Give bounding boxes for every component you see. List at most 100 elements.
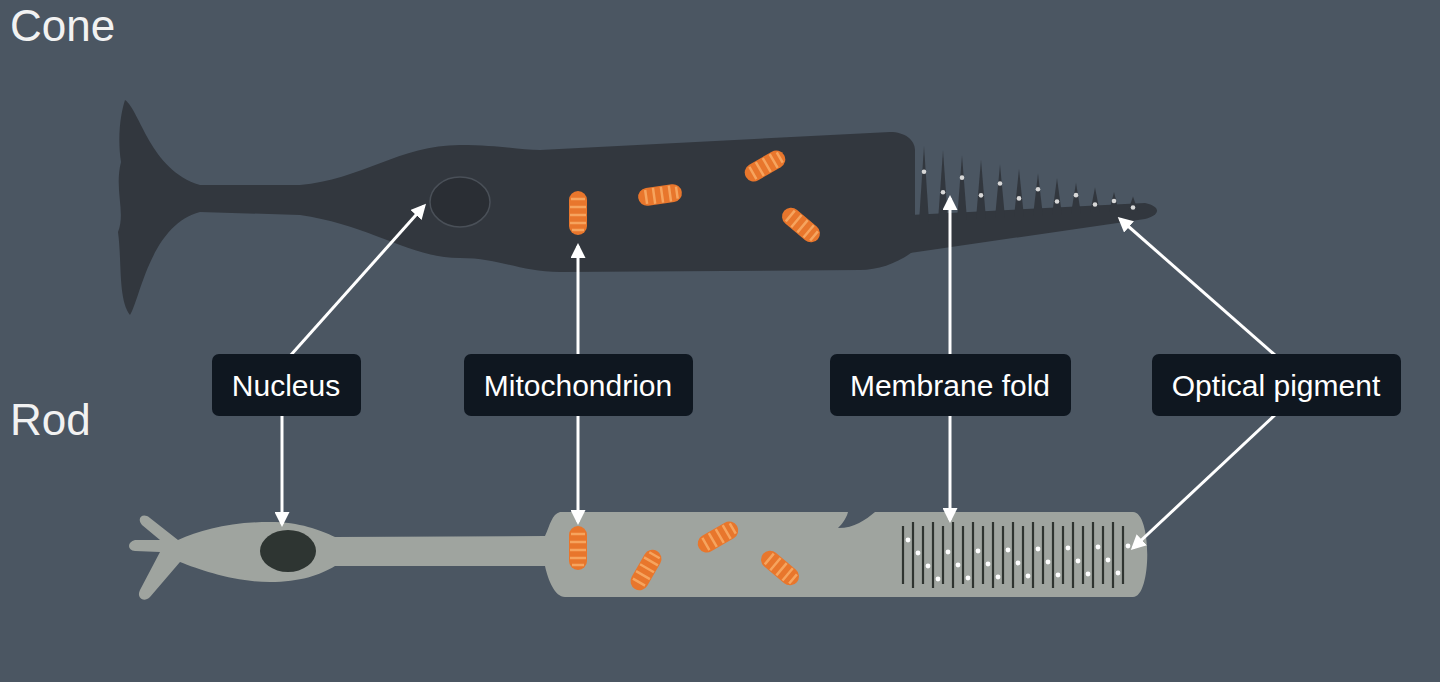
pigment-dot — [906, 538, 911, 543]
pigment-dot — [926, 564, 931, 569]
leader-arrow — [281, 414, 284, 524]
membrane-fold — [1002, 526, 1004, 584]
cone-mitochondrion — [741, 147, 788, 185]
cone-membrane-folds — [919, 146, 1138, 222]
rod-mitochondrion — [627, 546, 665, 593]
label-box: Membrane fold — [830, 354, 1071, 416]
membrane-fold — [1112, 522, 1114, 588]
cone-body — [118, 100, 915, 315]
membrane-fold — [1082, 526, 1084, 584]
pigment-dot — [936, 577, 941, 582]
pigment-dot — [946, 550, 951, 555]
pigment-dot — [1017, 196, 1022, 201]
pigment-dot — [1131, 205, 1136, 210]
pigment-dot — [979, 193, 984, 198]
membrane-fold — [952, 522, 954, 588]
rod-mitochondrion — [757, 547, 802, 589]
membrane-fold — [962, 526, 964, 584]
membrane-fold — [1071, 183, 1081, 214]
pigment-dot — [956, 563, 961, 568]
membrane-fold — [1092, 522, 1094, 588]
membrane-fold — [902, 526, 904, 584]
pigment-dot — [976, 549, 981, 554]
label-text: Optical pigment — [1172, 369, 1380, 402]
pigment-dot — [1086, 572, 1091, 577]
membrane-fold — [972, 522, 974, 588]
pigment-dot — [996, 575, 1001, 580]
pigment-dot — [922, 170, 927, 175]
membrane-fold — [976, 160, 986, 219]
pigment-dot — [1106, 558, 1111, 563]
membrane-fold — [1042, 526, 1044, 584]
membrane-fold — [1090, 187, 1100, 213]
pigment-dot — [998, 181, 1003, 186]
membrane-fold — [1062, 526, 1064, 584]
label-box: Optical pigment — [1152, 354, 1401, 416]
leader-arrow — [949, 414, 952, 520]
pigment-dot — [986, 562, 991, 567]
rod-membrane-folds — [903, 522, 1130, 588]
label-text: Mitochondrion — [484, 369, 672, 402]
membrane-fold — [932, 522, 934, 588]
cone-cell — [118, 100, 1157, 315]
membrane-fold — [1102, 526, 1104, 584]
pigment-dot — [1112, 199, 1117, 204]
membrane-fold — [957, 155, 967, 220]
membrane-fold — [1022, 526, 1024, 584]
pigment-dot — [1076, 559, 1081, 564]
pigment-dot — [916, 551, 921, 556]
membrane-fold — [912, 522, 914, 588]
membrane-fold — [922, 526, 924, 584]
label-text: Membrane fold — [850, 369, 1050, 402]
leader-arrow — [577, 246, 580, 356]
membrane-fold — [992, 522, 994, 588]
membrane-fold — [995, 164, 1005, 218]
label-text: Nucleus — [232, 369, 340, 402]
pigment-dot — [1006, 548, 1011, 553]
leader-arrow — [949, 198, 952, 356]
membrane-fold — [1012, 522, 1014, 588]
pigment-dot — [1074, 193, 1079, 198]
pigment-dot — [960, 175, 965, 180]
cone-mitochondrion — [778, 204, 823, 246]
pigment-dot — [941, 190, 946, 195]
leader-arrow — [1133, 414, 1276, 548]
pigment-dot — [1126, 544, 1131, 549]
membrane-fold — [1052, 522, 1054, 588]
pigment-dot — [1036, 547, 1041, 552]
membrane-fold — [1128, 197, 1138, 211]
leader-arrow — [290, 206, 424, 356]
pigment-dot — [1016, 561, 1021, 566]
cone-mitochondrion — [637, 183, 683, 207]
cone-mitochondrion — [569, 191, 587, 235]
pigment-dot — [1096, 545, 1101, 550]
membrane-fold — [938, 151, 948, 221]
rod-body — [129, 512, 1147, 600]
membrane-fold — [1072, 522, 1074, 588]
rod-cell — [129, 512, 1147, 600]
membrane-fold — [1014, 169, 1024, 217]
pigment-dot — [1116, 571, 1121, 576]
pigment-dot — [1055, 199, 1060, 204]
label-box: Nucleus — [212, 354, 361, 416]
rod-mitochondrion — [569, 526, 587, 570]
pigment-dot — [1046, 560, 1051, 565]
pigment-dot — [1093, 202, 1098, 207]
membrane-fold — [1032, 522, 1034, 588]
membrane-fold — [919, 146, 929, 222]
pigment-dot — [1036, 187, 1041, 192]
membrane-fold — [1033, 174, 1043, 216]
leader-arrows — [282, 198, 1276, 548]
pigment-dot — [1026, 574, 1031, 579]
label-box: Mitochondrion — [464, 354, 693, 416]
rod-nucleus — [260, 530, 316, 572]
membrane-fold — [1109, 192, 1119, 212]
leader-arrow — [1120, 219, 1276, 356]
membrane-fold — [1052, 178, 1062, 215]
rod-mitochondrion — [694, 518, 741, 556]
cell-type-label: Rod — [10, 396, 91, 444]
leader-arrow — [577, 414, 580, 522]
pigment-dot — [966, 576, 971, 581]
